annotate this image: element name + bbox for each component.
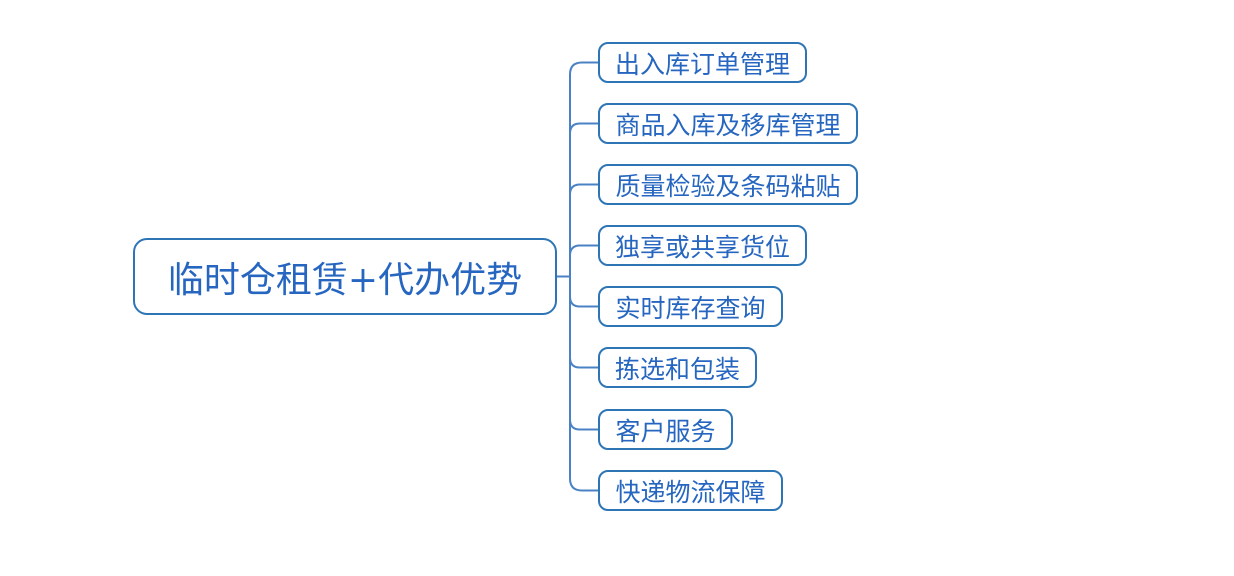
branch-node-picking-packing[interactable]: 拣选和包装 (598, 347, 757, 388)
branch-node-shared-slots[interactable]: 独享或共享货位 (598, 225, 807, 266)
root-node[interactable]: 临时仓租赁+代办优势 (133, 238, 557, 315)
branch-node-realtime-inventory[interactable]: 实时库存查询 (598, 286, 783, 327)
connector-branch-4 (569, 244, 599, 257)
branch-node-label: 客户服务 (615, 416, 716, 446)
branch-node-label: 快递物流保障 (615, 477, 766, 507)
connector-branch-5 (569, 295, 599, 308)
connector-trunk (569, 61, 599, 492)
root-node-label: 临时仓租赁+代办优势 (167, 259, 523, 301)
branch-node-express-logistics[interactable]: 快递物流保障 (598, 470, 783, 511)
branch-node-label: 出入库订单管理 (614, 49, 790, 79)
branch-node-quality-barcode[interactable]: 质量检验及条码粘贴 (598, 164, 858, 205)
connector-branch-2 (569, 122, 599, 135)
connector-branch-7 (569, 418, 599, 431)
connector-branch-6 (569, 356, 599, 369)
branch-node-label: 实时库存查询 (615, 293, 766, 323)
branch-node-order-management[interactable]: 出入库订单管理 (598, 42, 807, 83)
branch-node-inbound-relocation[interactable]: 商品入库及移库管理 (598, 103, 858, 144)
branch-node-customer-service[interactable]: 客户服务 (598, 409, 733, 450)
branch-node-label: 拣选和包装 (614, 354, 740, 384)
branch-node-label: 商品入库及移库管理 (615, 110, 841, 140)
branch-node-label: 独享或共享货位 (614, 232, 790, 262)
connector-branch-3 (569, 183, 599, 196)
branch-node-label: 质量检验及条码粘贴 (615, 171, 841, 201)
